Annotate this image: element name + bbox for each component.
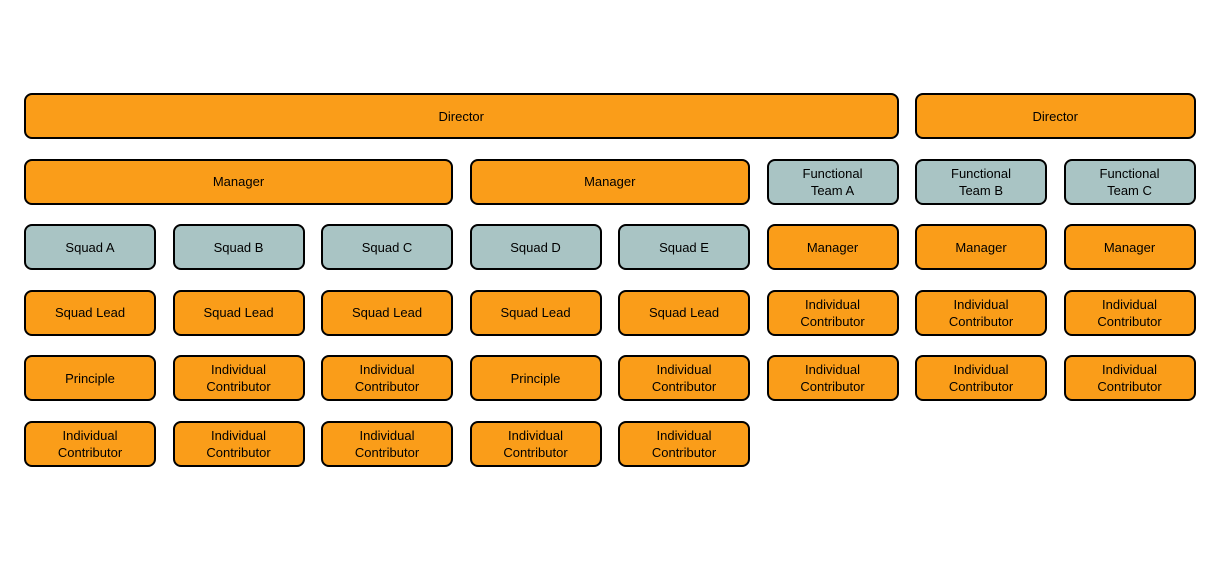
org-node-individual-contributor: Individual Contributor <box>915 355 1047 401</box>
org-node-squad-lead: Squad Lead <box>172 289 305 336</box>
org-node-squad-c: Squad C <box>321 224 453 270</box>
org-node-director: Director <box>24 93 899 139</box>
org-node-functional-team-a: Functional Team A <box>766 158 899 205</box>
org-node-manager: Manager <box>24 158 453 205</box>
org-node-manager: Manager <box>915 224 1047 270</box>
org-node-manager: Manager <box>1063 224 1196 270</box>
org-node-squad-lead: Squad Lead <box>24 289 156 336</box>
org-node-squad-lead: Squad Lead <box>618 289 750 336</box>
org-node-individual-contributor: Individual Contributor <box>1063 289 1196 336</box>
org-node-individual-contributor: Individual Contributor <box>766 355 899 401</box>
org-node-squad-b: Squad B <box>172 224 305 270</box>
org-node-functional-team-c: Functional Team C <box>1063 158 1196 205</box>
org-node-manager: Manager <box>469 158 750 205</box>
org-node-individual-contributor: Individual Contributor <box>24 420 156 467</box>
org-node-individual-contributor: Individual Contributor <box>766 289 899 336</box>
org-node-squad-e: Squad E <box>618 224 750 270</box>
org-node-individual-contributor: Individual Contributor <box>321 355 453 401</box>
org-node-squad-d: Squad D <box>469 224 602 270</box>
org-node-functional-team-b: Functional Team B <box>915 158 1047 205</box>
org-node-individual-contributor: Individual Contributor <box>172 355 305 401</box>
org-node-principle: Principle <box>24 355 156 401</box>
org-node-individual-contributor: Individual Contributor <box>618 355 750 401</box>
org-node-squad-lead: Squad Lead <box>469 289 602 336</box>
org-node-individual-contributor: Individual Contributor <box>618 420 750 467</box>
org-node-squad-lead: Squad Lead <box>321 289 453 336</box>
org-node-director: Director <box>915 93 1196 139</box>
org-node-manager: Manager <box>766 224 899 270</box>
org-node-individual-contributor: Individual Contributor <box>469 420 602 467</box>
org-node-individual-contributor: Individual Contributor <box>915 289 1047 336</box>
org-node-individual-contributor: Individual Contributor <box>1063 355 1196 401</box>
org-node-squad-a: Squad A <box>24 224 156 270</box>
org-node-principle: Principle <box>469 355 602 401</box>
org-node-individual-contributor: Individual Contributor <box>321 420 453 467</box>
org-node-individual-contributor: Individual Contributor <box>172 420 305 467</box>
